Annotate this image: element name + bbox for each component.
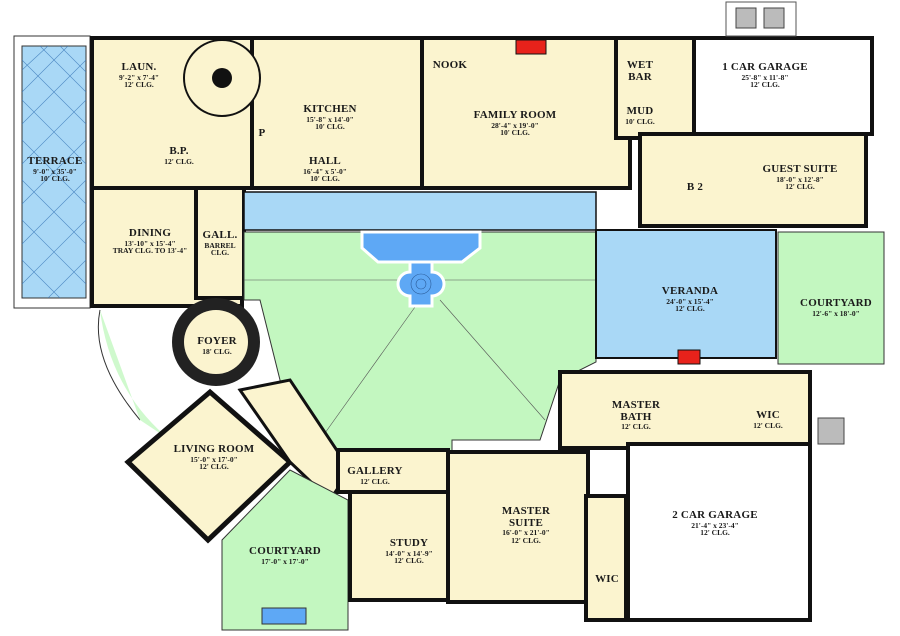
room-wetbar: WET BAR [626,59,654,83]
room-courtyard-east: COURTYARD 12'-6" x 18'-0" [800,297,872,318]
room-living: LIVING ROOM 15'-0" x 17'-0" 12' CLG. [173,443,255,472]
room-family: FAMILY ROOM 28'-4" x 19'-0" 10' CLG. [473,109,557,138]
garage-1-area [692,36,874,136]
room-b2: B 2 [686,181,704,193]
room-guest: GUEST SUITE 18'-0" x 12'-8" 12' CLG. [762,163,838,192]
garage-2-area [626,442,812,622]
room-kitchen: KITCHEN 15'-8" x 14'-0" 10' CLG. [303,103,357,132]
room-foyer: FOYER 18' CLG. [197,335,237,356]
room-gall: GALL. BARREL CLG. [202,229,238,258]
room-study: STUDY 14'-0" x 14'-9" 12' CLG. [385,537,433,566]
room-master-bath: MASTER BATH 12' CLG. [611,399,661,432]
room-courtyard-south: COURTYARD 17'-0" x 17'-0" [249,545,321,566]
room-terrace: TERRACE 9'-0" x 35'-0" 10' CLG. [27,155,83,184]
room-mud: MUD 10' CLG. [625,105,655,126]
room-hall: HALL 16'-4" x 5'-0" 10' CLG. [303,155,347,184]
loggia-strip [243,191,597,231]
room-dining: DINING 13'-10" x 15'-4" TRAY CLG. TO 13'… [112,227,188,256]
room-wic-1: WIC 12' CLG. [753,409,783,430]
room-garage-1: 1 CAR GARAGE 25'-8" x 11'-8" 12' CLG. [722,61,808,90]
room-master-suite: MASTER SUITE 16'-0" x 21'-0" 12' CLG. [501,505,551,545]
room-veranda: VERANDA 24'-0" x 15'-4" 12' CLG. [661,285,719,314]
room-pantry: P [258,127,266,139]
fountain-pool [360,230,482,308]
room-garage-2: 2 CAR GARAGE 21'-4" x 23'-4" 12' CLG. [672,509,758,538]
veranda-area [595,229,777,359]
room-nook: NOOK [432,59,468,71]
room-bp: B.P. 12' CLG. [164,145,194,166]
terrace-area [13,35,91,309]
room-laundry: LAUN. 9'-2" x 7'-4" 12' CLG. [119,61,159,90]
east-courtyard-area [777,231,885,365]
room-gallery: GALLERY 12' CLG. [347,465,403,486]
room-wic-2: WIC [595,573,619,585]
fireplace [515,39,547,55]
